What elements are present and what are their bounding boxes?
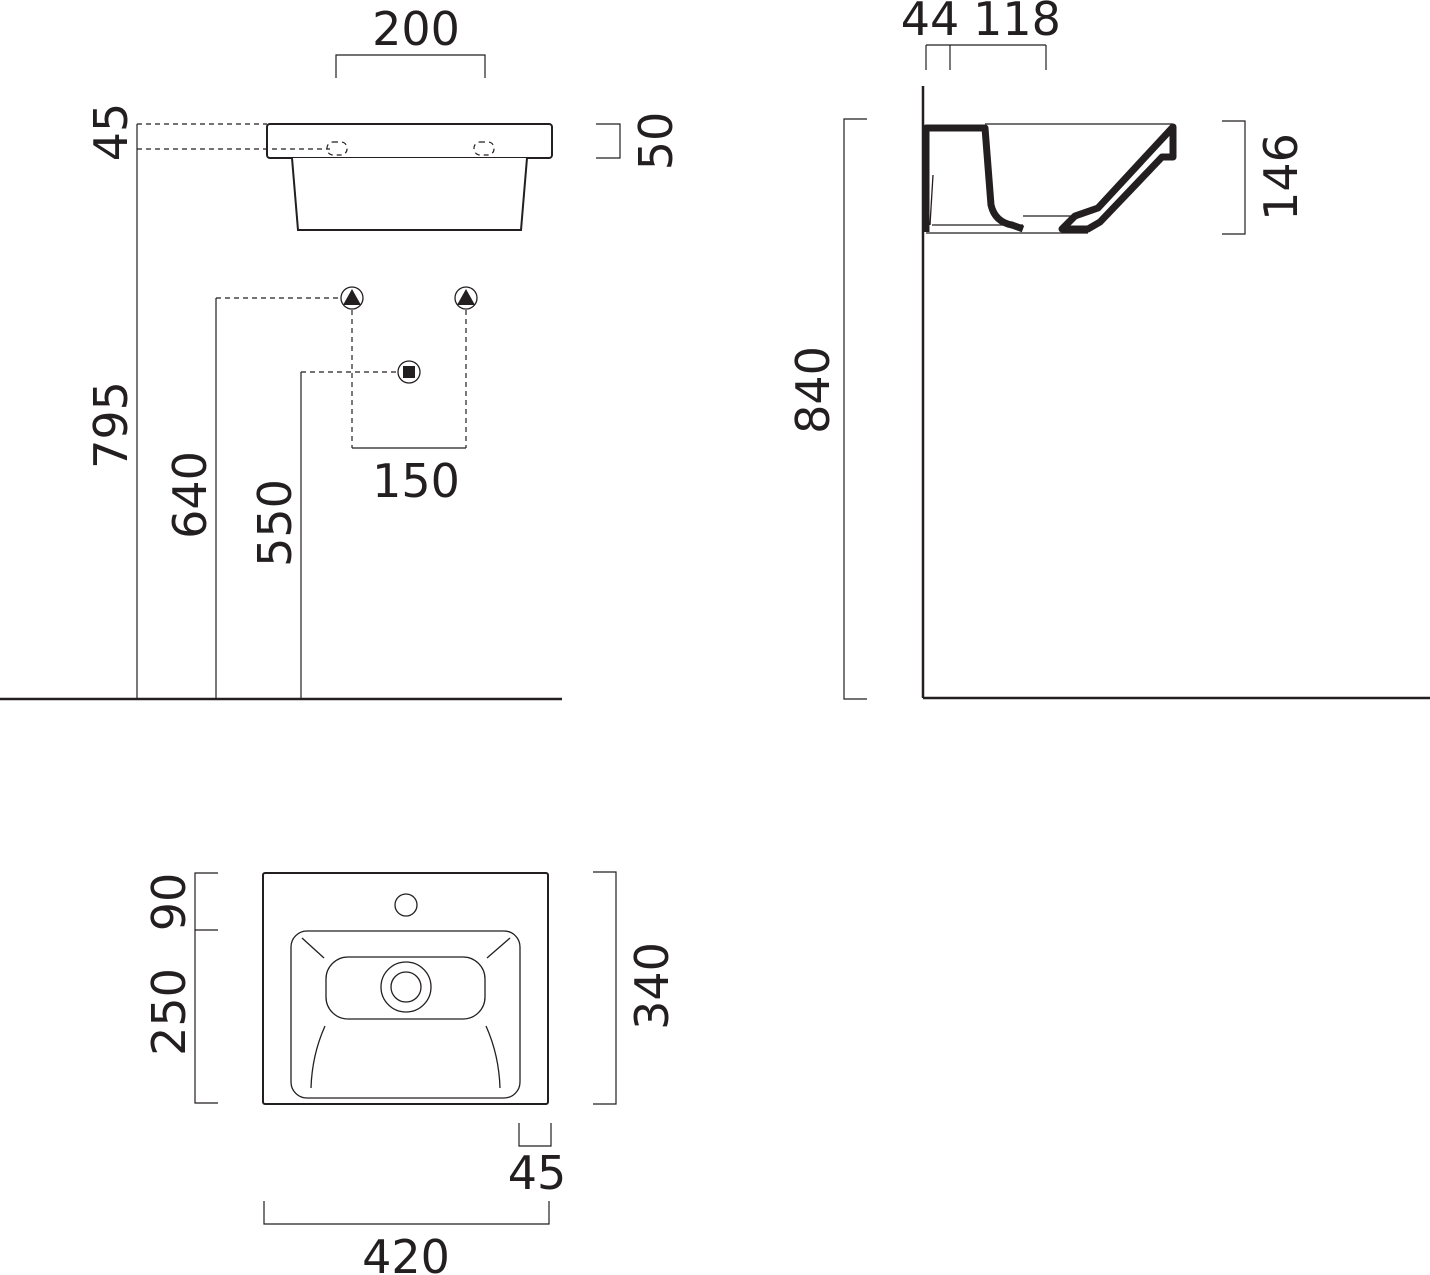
- basin-rim: [266, 123, 553, 159]
- basin-section-wall: [922, 124, 1025, 233]
- dim-line-250: [194, 930, 218, 1104]
- dim-label-250: 250: [142, 968, 196, 1056]
- bowl-crease-top-left: [301, 937, 325, 959]
- dim-label-640: 640: [163, 451, 217, 539]
- dim-label-118: 118: [973, 0, 1061, 46]
- basin-top-outline: [262, 872, 549, 1105]
- dim-label-45-left: 45: [84, 103, 138, 162]
- dim-label-840: 840: [786, 346, 840, 434]
- side-view: 44 118 146 840: [786, 0, 1430, 700]
- drain-outer-icon: [380, 961, 432, 1013]
- dim-label-44: 44: [901, 0, 960, 46]
- overflow-hole-right: [473, 141, 495, 156]
- basin-section-bowl: [1058, 123, 1177, 233]
- dim-line-420: [263, 1201, 550, 1225]
- top-view: 90 250 340 45 420: [142, 871, 679, 1275]
- dim-label-150: 150: [372, 454, 460, 508]
- dim-line-50: [596, 123, 621, 159]
- dim-line-200: [335, 54, 486, 78]
- dim-label-200: 200: [372, 2, 460, 56]
- water-supply-right-triangle: [457, 289, 475, 305]
- dim-label-340: 340: [625, 942, 679, 1030]
- dim-label-420: 420: [362, 1230, 450, 1275]
- bowl-crease-top-right: [486, 937, 511, 959]
- basin-section-wall-inner: [929, 174, 934, 226]
- basin-top-plateau: [325, 956, 486, 1020]
- dim-label-50: 50: [629, 112, 683, 171]
- dim-line-90: [194, 872, 218, 931]
- drain-icon: [397, 360, 421, 384]
- dim-line-340: [593, 871, 617, 1105]
- dim-label-795: 795: [84, 381, 138, 469]
- tap-hole-icon: [394, 893, 418, 917]
- dim-label-45-bottom: 45: [508, 1146, 567, 1200]
- dim-line-840: [843, 118, 867, 700]
- front-view: 200 45 50 795 640 550 150: [0, 2, 683, 701]
- water-supply-left-triangle: [343, 289, 361, 305]
- dim-line-146: [1222, 120, 1246, 235]
- drain-icon-square: [403, 366, 415, 378]
- dim-label-550: 550: [248, 479, 302, 567]
- dim-line-45-bottom: [518, 1123, 552, 1147]
- basin-top-bowl: [290, 930, 521, 1099]
- basin-bowl: [291, 157, 528, 231]
- dim-label-146: 146: [1254, 133, 1308, 221]
- water-supply-left-icon: [340, 286, 364, 310]
- drain-inner-icon: [390, 971, 422, 1003]
- bowl-crease-bottom-right: [485, 1025, 501, 1089]
- dim-label-90: 90: [142, 873, 196, 932]
- bowl-crease-bottom-left: [310, 1025, 326, 1089]
- water-supply-right-icon: [454, 286, 478, 310]
